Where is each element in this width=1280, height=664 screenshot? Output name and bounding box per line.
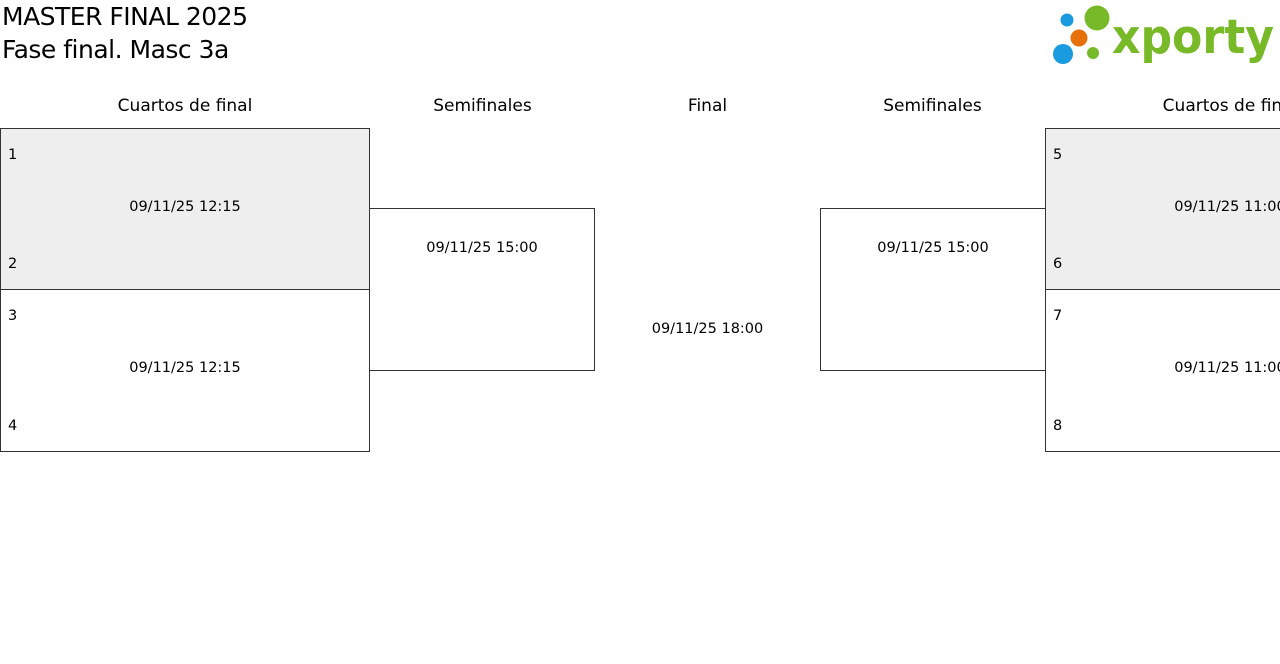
match-date: 09/11/25 11:00 (1174, 199, 1280, 215)
match-qf3[interactable]: 5 09/11/25 11:00 6 (1045, 128, 1280, 290)
logo-dot-blue-small (1060, 13, 1074, 27)
match-qf1[interactable]: 1 09/11/25 12:15 2 (0, 128, 370, 290)
match-sf-right[interactable]: 09/11/25 15:00 (820, 208, 1046, 371)
match-date: 09/11/25 11:00 (1174, 360, 1280, 376)
team-seed-3: 3 (8, 308, 18, 324)
team-seed-7: 7 (1053, 308, 1063, 324)
match-sf-left[interactable]: 09/11/25 15:00 (369, 208, 595, 371)
logo-dot-blue-large (1053, 44, 1073, 64)
team-seed-6: 6 (1053, 256, 1063, 272)
round-header-left-quarterfinals: Cuartos de final (117, 96, 253, 116)
match-date: 09/11/25 12:15 (129, 360, 241, 376)
team-seed-2: 2 (8, 256, 18, 272)
page-title: MASTER FINAL 2025 (2, 2, 248, 31)
xporty-logo[interactable]: xporty (1050, 4, 1276, 66)
round-header-right-semifinals: Semifinales (883, 96, 982, 116)
match-date: 09/11/25 12:15 (129, 199, 241, 215)
team-seed-8: 8 (1053, 418, 1063, 434)
match-qf2[interactable]: 3 09/11/25 12:15 4 (0, 289, 370, 452)
match-date: 09/11/25 15:00 (877, 240, 989, 256)
logo-dot-orange (1070, 29, 1088, 47)
match-date: 09/11/25 15:00 (426, 240, 538, 256)
team-seed-1: 1 (8, 147, 18, 163)
team-seed-5: 5 (1053, 147, 1063, 163)
page-subtitle: Fase final. Masc 3a (2, 35, 229, 64)
logo-dot-green-large (1084, 5, 1110, 31)
round-header-final: Final (687, 96, 728, 116)
round-header-left-semifinals: Semifinales (433, 96, 532, 116)
round-header-right-quarterfinals: Cuartos de final (1162, 96, 1280, 116)
logo-dot-green-small (1087, 47, 1099, 59)
logo-wordmark: xporty (1112, 10, 1274, 65)
match-final-date[interactable]: 09/11/25 18:00 (651, 321, 764, 337)
team-seed-4: 4 (8, 418, 18, 434)
match-qf4[interactable]: 7 09/11/25 11:00 8 (1045, 289, 1280, 452)
